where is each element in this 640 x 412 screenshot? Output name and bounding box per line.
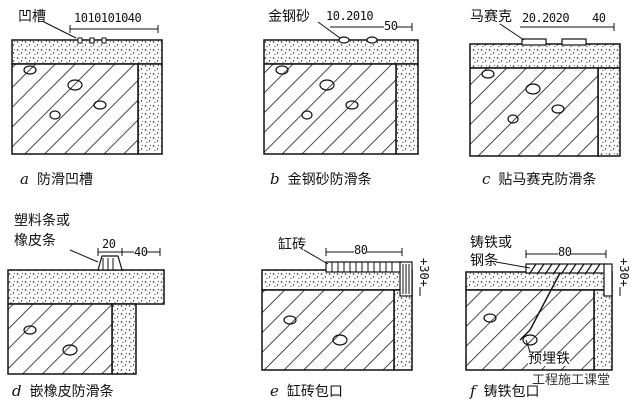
panel-b-letter: b (270, 170, 280, 188)
panel-f-label-line2: 钢条 (470, 253, 498, 269)
panel-f-letter: f (470, 382, 476, 400)
panel-b-label: 金钢砂 (268, 9, 310, 25)
panel-d-caption-text: 嵌橡皮防滑条 (29, 384, 114, 400)
panel-c-caption-text: 贴马赛克防滑条 (498, 172, 597, 188)
panel-b (263, 21, 419, 155)
panel-e-dims: 80 (354, 243, 368, 257)
panel-e-dim-vertical: +30+ (417, 258, 431, 287)
panel-d-label-line1: 塑料条或 (14, 213, 70, 229)
panel-c (469, 23, 621, 157)
panel-a-dims: 1010101040 (74, 11, 142, 25)
panel-e-letter: e (270, 382, 279, 400)
panel-d-label-line2: 橡皮条 (14, 233, 56, 249)
panel-e-caption: e 缸砖包口 (270, 382, 343, 400)
panel-d-dims: 20 (102, 237, 116, 251)
panel-b-dims: 10.2010 (326, 9, 374, 23)
panel-c-caption: c 贴马赛克防滑条 (482, 170, 597, 188)
panel-e-label: 缸砖 (278, 237, 306, 253)
panel-f-caption: f 铸铁包口 (470, 382, 540, 400)
panel-f-caption-text: 铸铁包口 (483, 384, 540, 400)
panel-a-caption: a 防滑凹槽 (20, 170, 93, 188)
panel-b-caption: b 金钢砂防滑条 (270, 170, 372, 188)
panel-e (261, 248, 421, 371)
panel-f-label-embed: 预埋铁 (528, 351, 570, 367)
panel-d (7, 248, 165, 375)
panel-c-label: 马赛克 (470, 9, 512, 25)
panel-e-caption-text: 缸砖包口 (286, 384, 343, 400)
panel-a-label: 凹槽 (18, 9, 46, 25)
panel-c-letter: c (482, 170, 491, 188)
panel-f-dim-vertical: +30+ (617, 258, 631, 287)
panel-c-dim-right: 40 (592, 11, 606, 25)
panel-f-label-line1: 铸铁或 (470, 235, 512, 251)
panel-b-dim-right: 50 (384, 19, 398, 33)
panel-b-caption-text: 金钢砂防滑条 (287, 172, 372, 188)
panel-a-letter: a (20, 170, 29, 188)
panel-f-dims: 80 (558, 245, 572, 259)
panel-d-caption: d 嵌橡皮防滑条 (12, 382, 114, 400)
panel-d-letter: d (12, 382, 22, 400)
panel-a (11, 21, 163, 155)
watermark: 工程施工课堂 (532, 373, 611, 388)
panel-a-caption-text: 防滑凹槽 (36, 172, 93, 188)
panel-d-dim-right: 40 (134, 245, 148, 259)
panel-c-dims: 20.2020 (522, 11, 570, 25)
